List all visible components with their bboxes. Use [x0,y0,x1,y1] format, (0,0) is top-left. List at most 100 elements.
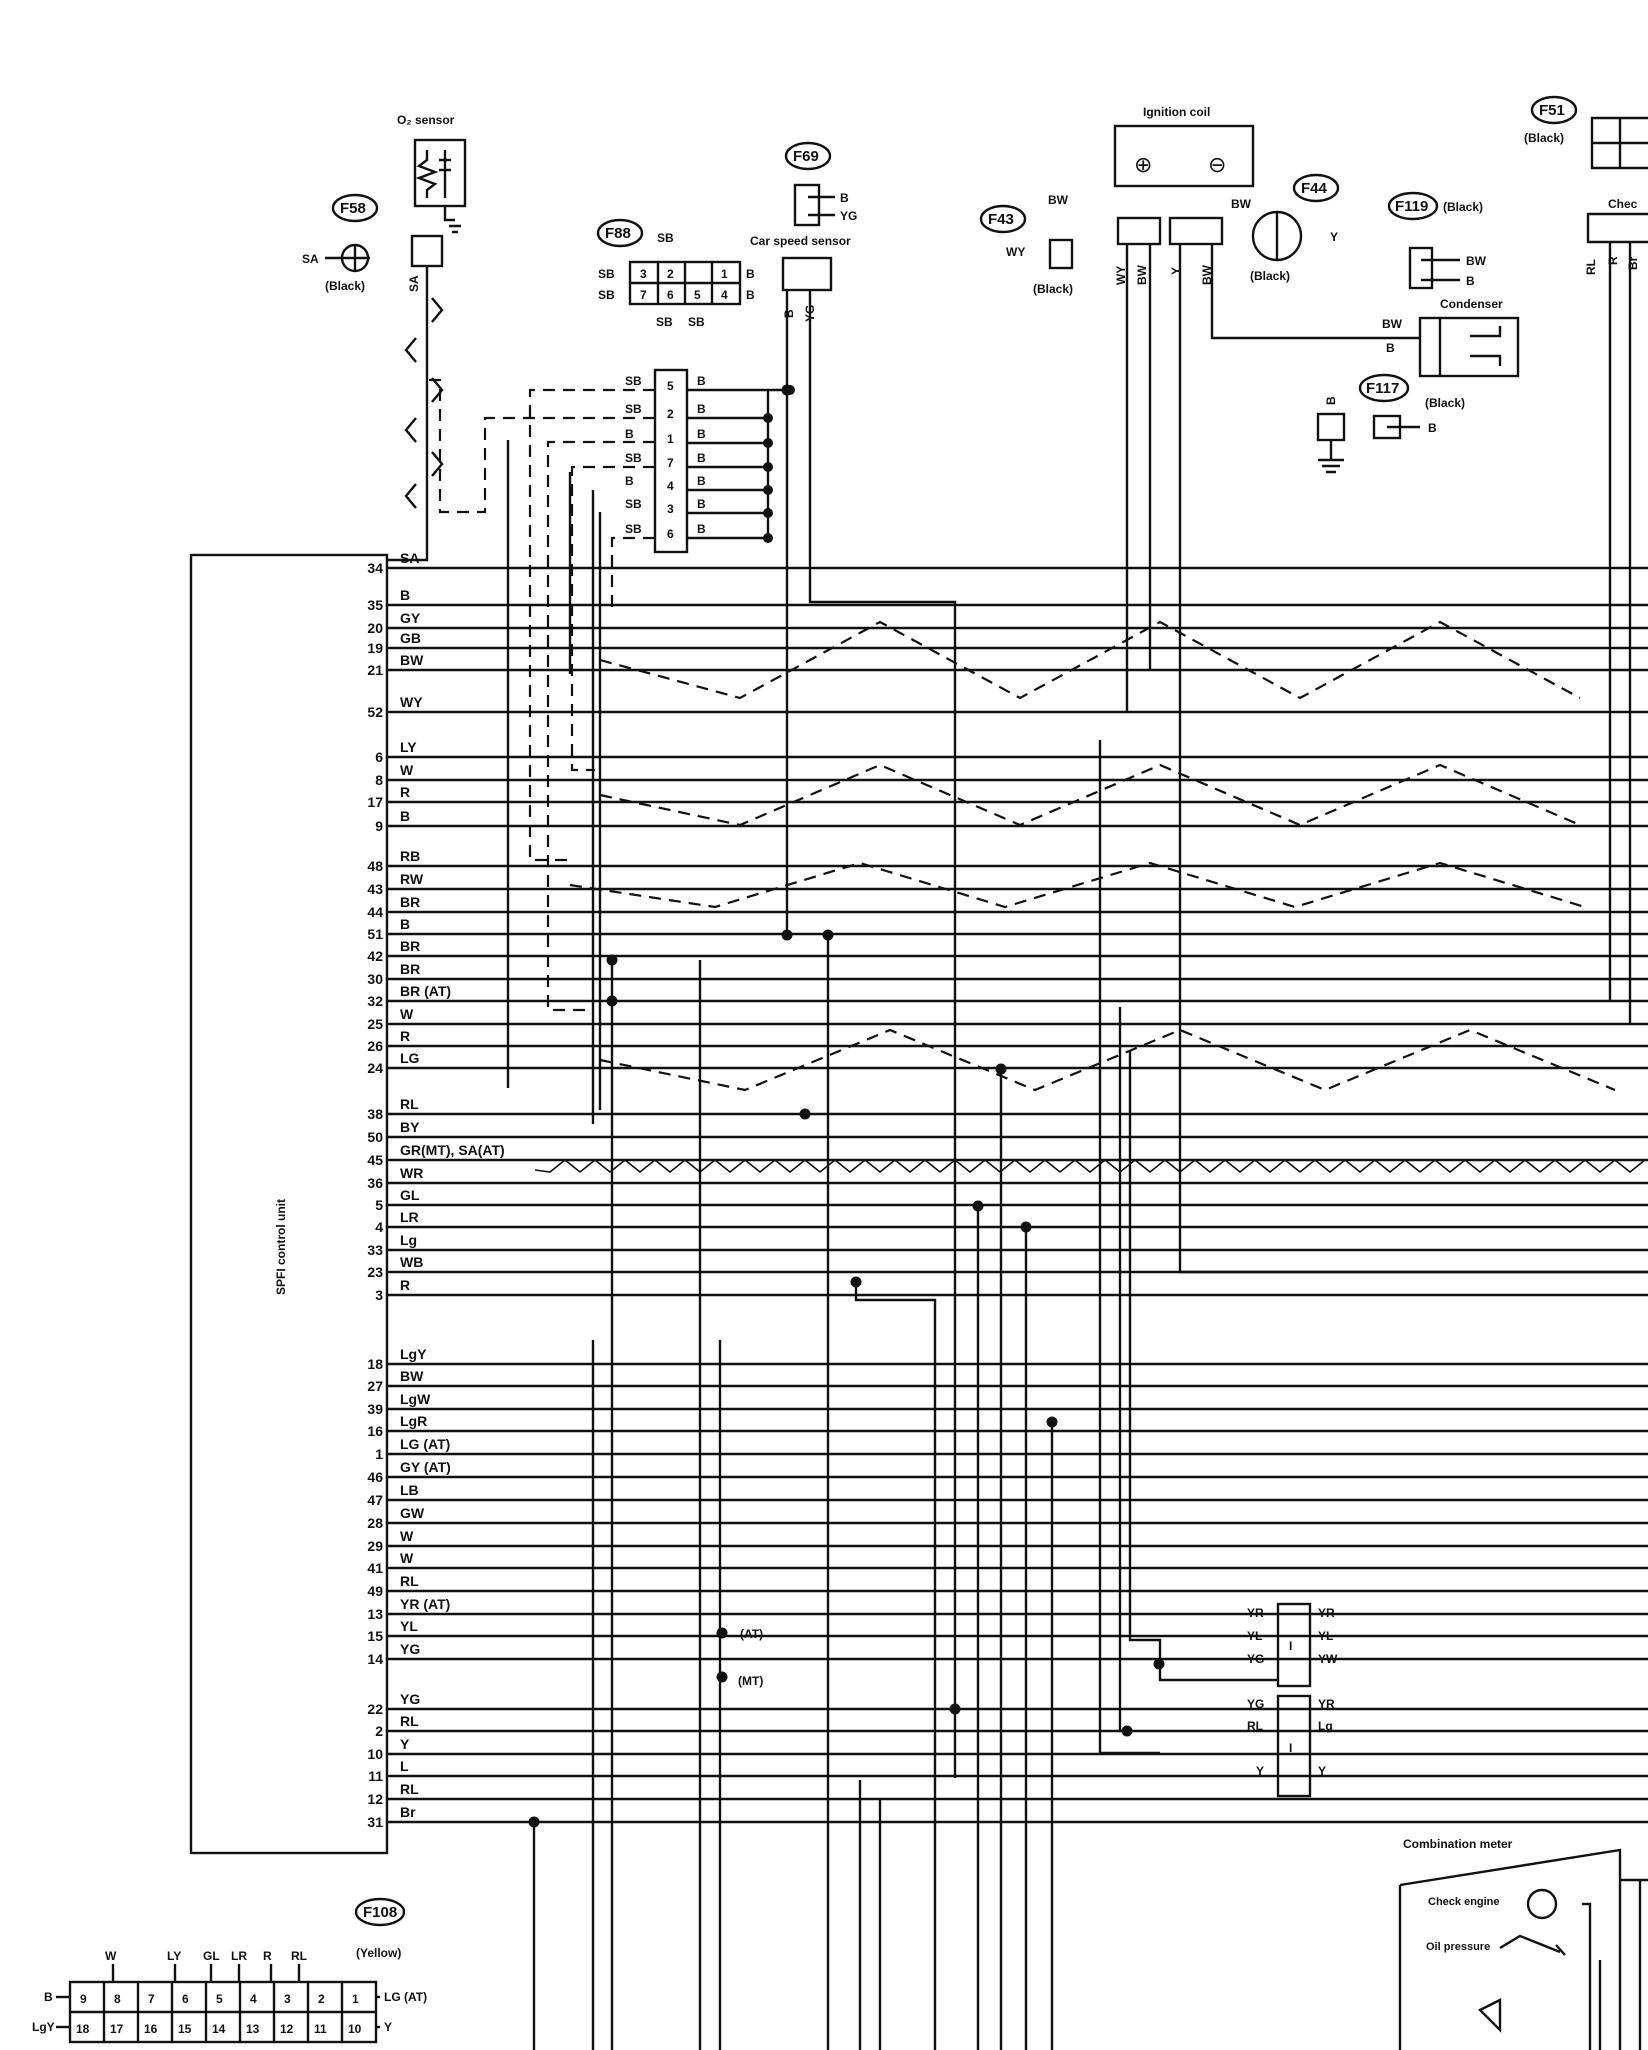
ecu-pin-number: 17 [367,794,383,810]
f108-top-label: RL [291,1949,307,1963]
ecu-pin-wire-color: R [400,1028,410,1044]
ecu-pin-wire-color: WR [400,1165,423,1181]
relay1-right-3: YW [1318,1652,1338,1666]
wire-junction-dot [716,1627,728,1639]
ecu-pin-number: 22 [367,1701,383,1717]
check-engine-label: Check engine [1428,1896,1500,1908]
condenser-title: Condenser [1440,297,1503,311]
harness-wire [1210,244,1420,340]
harness-zigzag [599,1028,1616,1092]
ignition-coil-plus: ⊕ [1134,152,1152,177]
f108-pin: 18 [76,2022,90,2036]
f58-id: F58 [340,200,366,217]
harness-zigzag [599,763,1581,827]
ecu-pin-number: 31 [367,1814,383,1830]
splice-pin-number: 2 [667,407,674,421]
ecu-pin-wire-color: GY [400,610,421,626]
f119-id: F119 [1395,198,1428,215]
f69-pin-1: B [840,191,849,205]
f88-right-2: B [746,288,755,302]
f108-id: F108 [363,1904,397,1921]
ecu-pin-wire-color: SA [400,550,419,566]
harness-zigzag [599,620,1581,700]
check-connector-title: Chec [1608,197,1638,211]
f108-right-2: Y [384,2020,392,2034]
ecu-pin-wire-color: GL [400,1187,420,1203]
ecu-pin-number: 48 [367,858,383,874]
f119-note: (Black) [1443,200,1483,214]
f108-pin: 15 [178,2022,192,2036]
ecu-pin-wire-color: B [400,587,410,603]
ecu-pin-wire-color: RL [400,1096,419,1112]
f44-left: BW [1231,197,1252,211]
ecu-pin-number: 35 [367,597,383,613]
ecu-pin-wire-color: LgY [400,1346,427,1362]
f108-left-1: B [44,1990,53,2004]
relay1-right-1: YR [1318,1606,1335,1620]
ecu-pin-wire-color: W [400,1006,414,1022]
ecu-pin-wire-color: BW [400,652,424,668]
ecu-pin-wire-color: YG [400,1641,420,1657]
ecu-pin-number: 25 [367,1016,383,1032]
f108-pin: 2 [318,1992,325,2006]
f69-pin-2: YG [840,209,857,223]
ecu-pin-number: 52 [367,704,383,720]
ecu-pin-wire-color: BW [400,1368,424,1384]
ignition-coil: Ignition coil ⊕ ⊖ WY BW Y BW [1113,105,1255,285]
ecu-pin-number: 34 [367,560,383,576]
ecu-pin-number: 20 [367,620,383,636]
condenser-wire-1: BW [1382,317,1403,331]
f117-pin: B [1428,421,1437,435]
ecu-pin-number: 12 [367,1791,383,1807]
wire-junction-dot [799,1108,811,1120]
ecu-pin-number: 5 [375,1197,383,1213]
f108-pin: 14 [212,2022,226,2036]
f108-top-label: GL [203,1949,220,1963]
f119-pin-2: B [1466,274,1475,288]
ecu-pin-number: 6 [375,749,383,765]
relay2-left-2: RL [1247,1719,1263,1733]
connector-f69: F69 B YG [784,141,857,227]
f44-right: Y [1330,230,1338,244]
ecu-wires [387,242,1648,2050]
f88-bottom-2: SB [688,315,705,329]
ecu-pin-number: 8 [375,772,383,788]
f43-top: BW [1048,193,1069,207]
f108-pin: 8 [114,1992,121,2006]
relay2-right-2: Lg [1318,1719,1333,1733]
f108-pin: 1 [352,1992,359,2006]
ecu-pin-wire-color: GR(MT), SA(AT) [400,1142,505,1158]
ecu-pin-number: 24 [367,1060,383,1076]
splice-pin-number: 7 [667,456,674,470]
f108-pin: 11 [314,2022,327,2036]
ecu-pin-number: 46 [367,1469,383,1485]
splice-right-wire: B [697,374,706,388]
ecu-pin-number: 16 [367,1423,383,1439]
f88-r2-a: 7 [640,288,647,302]
f58-note: (Black) [325,279,365,293]
f88-r2-c: 5 [694,288,701,302]
f69-id: F69 [793,148,819,165]
ecu-box [189,553,389,1855]
coil-wire-wy: WY [1114,266,1128,285]
f108-top-label: LY [167,1949,181,1963]
ecu-pin-wire-color: Br [400,1804,416,1820]
f108-pin: 16 [144,2022,158,2036]
connector-f117: F117 (Black) B B [1316,373,1465,474]
f108-pin: 13 [246,2022,260,2036]
splice-right-wire: B [697,451,706,465]
f108-top-label: R [263,1949,272,1963]
relay1-right-2: YL [1318,1629,1333,1643]
splice-right-wire: B [697,497,706,511]
o2-sensor: O₂ sensor SA [397,113,467,292]
ecu-pin-number: 39 [367,1401,383,1417]
f43-left: WY [1006,245,1025,259]
o2-sensor-title: O₂ sensor [397,113,455,127]
f108-pin: 9 [80,1992,87,2006]
ecu-pin-number: 1 [375,1446,383,1462]
ecu-pin-wire-color: RB [400,848,420,864]
ecu-pin-number: 28 [367,1515,383,1531]
connector-f51: F51 (Black) [1524,95,1648,170]
ecu-pin-wire-color: RL [400,1781,419,1797]
